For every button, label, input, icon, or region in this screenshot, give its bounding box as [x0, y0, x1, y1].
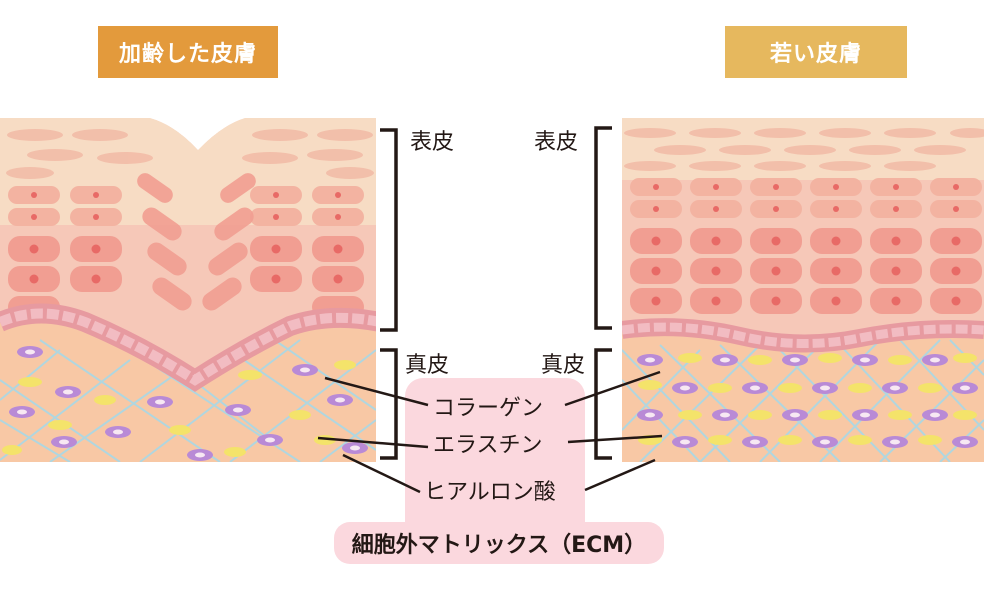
- leader-elastin-left: [317, 436, 429, 449]
- ecm-highlight-box: [405, 378, 585, 556]
- bracket-dermis-right: [594, 348, 612, 460]
- young-hyaluronic: [637, 354, 978, 448]
- leader-hyaluronic-left: [342, 453, 421, 494]
- bracket-epidermis-left: [380, 128, 398, 332]
- leader-collagen-right: [564, 370, 661, 407]
- ecm-label-pill: [334, 522, 664, 564]
- young-skin-badge: 若い皮膚: [725, 26, 907, 78]
- collagen-label: コラーゲン: [433, 396, 544, 421]
- elastin-label: エラスチン: [433, 433, 543, 458]
- aged-elastin: [2, 360, 356, 457]
- leader-elastin-right: [567, 434, 663, 444]
- epidermis-label-right: 表皮: [534, 130, 579, 155]
- hyaluronic-acid-label: ヒアルロン酸: [424, 480, 556, 505]
- leader-lines: [317, 370, 663, 494]
- ecm-label-text: 細胞外マトリックス（ECM）: [351, 533, 647, 558]
- young-elastin: [638, 353, 977, 445]
- bracket-dermis-left: [380, 348, 398, 460]
- aged-skin-cross-section: [0, 118, 376, 462]
- bracket-epidermis-right: [594, 126, 612, 330]
- aged-hyaluronic: [9, 346, 368, 461]
- young-skin-cross-section: [622, 118, 984, 462]
- leader-collagen-left: [324, 376, 429, 407]
- aged-skin-badge: 加齢した皮膚: [98, 26, 278, 78]
- ecm-label: 細胞外マトリックス（ECM）: [334, 522, 664, 564]
- epidermis-label-left: 表皮: [410, 130, 455, 155]
- brackets: [380, 126, 612, 460]
- leader-hyaluronic-right: [584, 458, 656, 492]
- dermis-label-right: 真皮: [541, 353, 586, 378]
- dermis-label-left: 真皮: [405, 353, 450, 378]
- young-epidermal-cells: [630, 178, 982, 218]
